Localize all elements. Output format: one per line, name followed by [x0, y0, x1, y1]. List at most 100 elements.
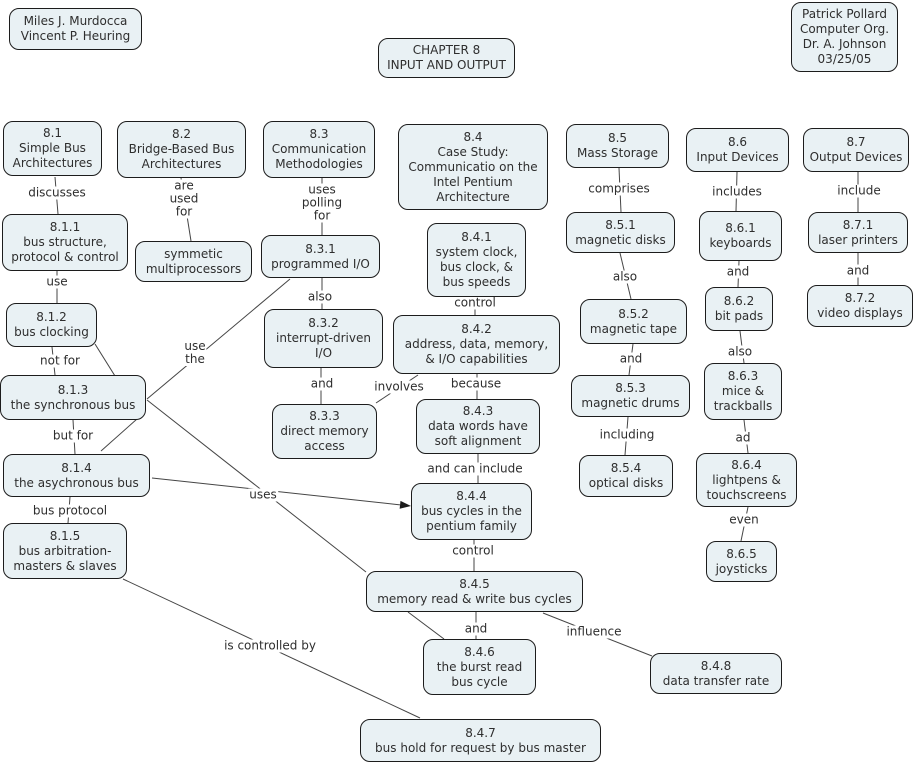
link-label-control-2[interactable]: control	[451, 544, 495, 558]
link-label-uses[interactable]: uses	[248, 488, 278, 502]
concept-node-text: bus speeds	[442, 275, 511, 289]
link-label-ad[interactable]: ad	[734, 431, 752, 445]
concept-node-text: 8.4.1	[461, 230, 492, 244]
link-label-including[interactable]: including	[598, 428, 656, 442]
arrowhead-icon	[399, 500, 411, 509]
link-label-use[interactable]: use	[45, 275, 69, 289]
link-label-and-can-include[interactable]: and can include	[426, 462, 524, 476]
concept-node-text: bus hold for request by bus master	[375, 740, 586, 755]
concept-node-text: masters & slaves	[13, 558, 117, 573]
link-label-comprises[interactable]: comprises	[587, 182, 651, 196]
concept-node-text: bus cycles in the	[421, 504, 522, 518]
link-label-text: but for	[52, 428, 94, 443]
concept-node-text: 8.1.2	[36, 310, 67, 324]
link-label-text: discusses	[28, 185, 86, 200]
link-label-and-1[interactable]: and	[725, 265, 751, 279]
concept-node-text: 8.3	[309, 127, 329, 141]
concept-node-text: Input Devices	[696, 150, 779, 164]
link-label-bus-protocol[interactable]: bus protocol	[31, 503, 109, 518]
concept-node-text: Miles J. Murdocca	[23, 14, 128, 28]
link-label-also-3[interactable]: also	[726, 345, 754, 359]
link-label-and-3[interactable]: and	[309, 376, 335, 391]
link-label-not-for[interactable]: not for	[39, 354, 81, 368]
concept-node-text: 03/25/05	[817, 52, 872, 66]
link-label-and-5[interactable]: and	[463, 622, 489, 636]
link-label-influence[interactable]: influence	[565, 625, 623, 639]
link-label-text: also	[307, 289, 333, 304]
link-label-and-4[interactable]: and	[618, 352, 644, 366]
concept-node-text: Architectures	[12, 156, 93, 170]
link-label-includes[interactable]: includes	[711, 185, 763, 199]
link-label-text: involves	[374, 379, 424, 394]
link-label-is-controlled-by[interactable]: is controlled by	[223, 639, 317, 653]
link-label-involves[interactable]: involves	[373, 379, 425, 394]
link-label-include[interactable]: include	[836, 184, 882, 198]
concept-node-text: laser printers	[818, 232, 898, 247]
link-label-also-2[interactable]: also	[611, 270, 639, 284]
concept-node-text: video displays	[817, 306, 903, 320]
concept-node-text: Mass Storage	[577, 146, 658, 160]
concept-node-text: 8.1	[42, 126, 63, 140]
link-label-control-1[interactable]: control	[453, 296, 497, 310]
link-label-text: the	[185, 352, 205, 366]
concept-node-text: address, data, memory,	[404, 337, 549, 351]
link-label-text: uses	[308, 182, 336, 197]
concept-node-text: 8.5.4	[610, 461, 642, 475]
link-label-and-2[interactable]: and	[845, 264, 871, 278]
concept-node-text: bus clock, &	[439, 260, 514, 274]
link-label-because[interactable]: because	[449, 377, 503, 391]
connector-line	[100, 418, 138, 452]
concept-node-text: 8.1.1	[49, 220, 81, 234]
link-label-also-1[interactable]: also	[306, 289, 334, 304]
concept-node-text: lightpens &	[712, 472, 781, 487]
link-label-but-for[interactable]: but for	[51, 428, 95, 443]
link-label-discusses[interactable]: discusses	[27, 185, 87, 200]
link-label-text: for	[313, 208, 331, 223]
link-label-text: bus protocol	[32, 503, 108, 518]
concept-node-text: Communicatio on the	[408, 159, 538, 174]
link-label-even[interactable]: even	[728, 513, 760, 527]
link-label-text: and	[310, 376, 334, 391]
